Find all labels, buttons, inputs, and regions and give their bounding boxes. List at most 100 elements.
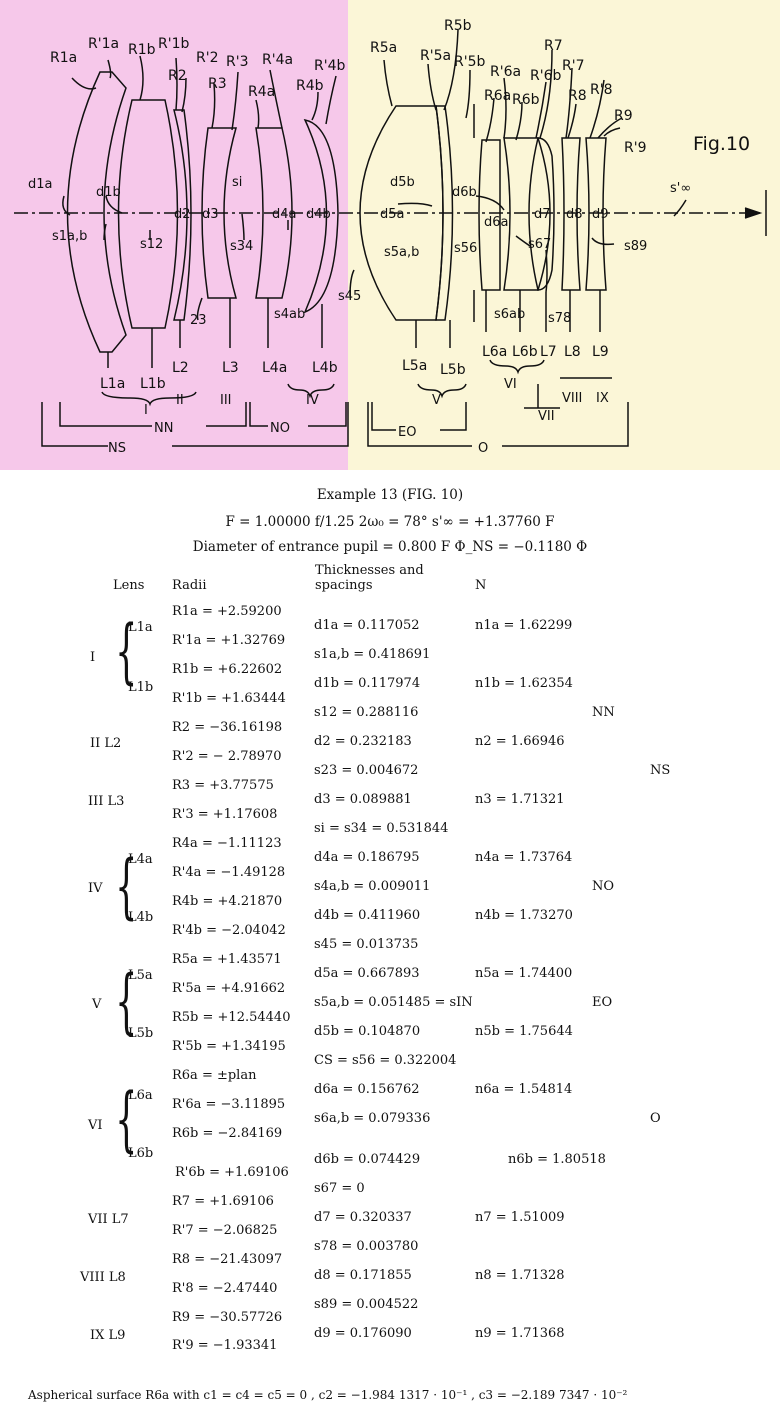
surface-label: R8	[568, 88, 587, 104]
thickness-cell: d7 = 0.320337	[314, 1210, 412, 1225]
lens-cell: VI	[88, 1118, 103, 1133]
lens-label: L2	[172, 360, 189, 376]
surface-label: R'3	[226, 54, 248, 70]
lens-l8	[561, 137, 581, 291]
surface-label: R4a	[248, 84, 275, 100]
radius-cell: R'9 = −1.93341	[172, 1338, 278, 1353]
refractive-index-cell: n4a = 1.73764	[475, 850, 573, 865]
thickness-cell: d8 = 0.171855	[314, 1268, 412, 1283]
figure-label: Fig.10	[693, 133, 750, 155]
radius-cell: R4b = +4.21870	[172, 894, 283, 909]
lens-cell: V	[92, 997, 102, 1012]
group-label: VIII	[562, 391, 582, 406]
radius-cell: R'5b = +1.34195	[172, 1039, 286, 1054]
lens-cell: L4a	[128, 852, 153, 867]
thickness-cell: d9 = 0.176090	[314, 1326, 412, 1341]
refractive-index-cell: n8 = 1.71328	[475, 1268, 565, 1283]
refractive-index-cell: n6a = 1.54814	[475, 1082, 573, 1097]
spacing-label: d4a	[272, 207, 297, 222]
spacing-label: s45	[338, 289, 361, 304]
group-cell: NN	[592, 705, 615, 720]
section-label: NS	[108, 441, 126, 456]
group-label: III	[220, 393, 232, 408]
lens-l1b	[117, 99, 179, 329]
spacing-label: d8	[566, 207, 583, 222]
lens-label: L7	[540, 344, 557, 360]
spacing-label: d5b	[390, 175, 415, 190]
lens-cell: L1a	[128, 620, 153, 635]
section-label: O	[478, 441, 488, 456]
radius-cell: R'4a = −1.49128	[172, 865, 286, 880]
radius-cell: R'3 = +1.17608	[172, 807, 278, 822]
surface-label: R5a	[370, 40, 397, 56]
lens-label: L8	[564, 344, 581, 360]
radius-cell: R1b = +6.22602	[172, 662, 283, 677]
group-cell: EO	[592, 995, 613, 1010]
radius-cell: R'2 = − 2.78970	[172, 749, 282, 764]
group-label: VII	[538, 409, 555, 424]
lens-cell: L5b	[128, 1026, 154, 1041]
lens-l6a	[478, 139, 501, 291]
thickness-cell: s6a,b = 0.079336	[314, 1111, 431, 1126]
refractive-index-cell: n1a = 1.62299	[475, 618, 573, 633]
brace-v: {	[115, 960, 138, 1042]
lens-cell: II L2	[90, 736, 122, 751]
surface-label: R2	[168, 68, 187, 84]
lens-l1a	[66, 71, 127, 353]
lens-l7	[536, 137, 555, 291]
group-label: IX	[596, 391, 609, 406]
spacing-label: d7	[534, 207, 551, 222]
radius-cell: R8 = −21.43097	[172, 1252, 283, 1267]
col-header-n: N	[475, 578, 487, 593]
thickness-cell: d2 = 0.232183	[314, 734, 412, 749]
radius-cell: R'1b = +1.63444	[172, 691, 286, 706]
lens-cell: VII L7	[88, 1212, 129, 1227]
spacing-label: s5a,b	[384, 245, 419, 260]
surface-label: R6b	[512, 92, 540, 108]
lens-cell: L6a	[128, 1088, 153, 1103]
lens-cell: I	[90, 650, 96, 665]
surface-label: R'1b	[158, 36, 189, 52]
thickness-cell: s23 = 0.004672	[314, 763, 419, 778]
refractive-index-cell: n1b = 1.62354	[475, 676, 573, 691]
surface-label: R'6b	[530, 68, 561, 84]
radius-cell: R5a = +1.43571	[172, 952, 282, 967]
refractive-index-cell: n9 = 1.71368	[475, 1326, 565, 1341]
surface-label: R'4a	[262, 52, 293, 68]
lens-cell: L4b	[128, 910, 154, 925]
thickness-cell: s45 = 0.013735	[314, 937, 419, 952]
surface-label: R5b	[444, 18, 472, 34]
surface-label: R4b	[296, 78, 324, 94]
thickness-cell: CS = s56 = 0.322004	[314, 1053, 457, 1068]
surface-label: R3	[208, 76, 227, 92]
surface-label: R'5b	[454, 54, 485, 70]
brace-vi: {	[115, 1078, 138, 1160]
refractive-index-cell: n2 = 1.66946	[475, 734, 565, 749]
surface-label: R'6a	[490, 64, 521, 80]
thickness-cell: d1b = 0.117974	[314, 676, 421, 691]
lens-label: L1b	[140, 376, 166, 392]
radius-cell: R6a = ±plan	[172, 1068, 257, 1083]
spacing-label: s34	[230, 239, 253, 254]
lens-cell: IV	[88, 881, 103, 896]
lens-cell: IX L9	[90, 1328, 126, 1343]
spacing-label: s12	[140, 237, 163, 252]
surface-label: R1b	[128, 42, 156, 58]
group-label: V	[432, 393, 441, 408]
spacing-label: d1b	[96, 185, 121, 200]
refractive-index-cell: n4b = 1.73270	[475, 908, 573, 923]
lens-label: L6b	[512, 344, 538, 360]
section-label: EO	[398, 425, 416, 440]
radius-cell: R6b = −2.84169	[172, 1126, 283, 1141]
group-label: II	[176, 393, 184, 408]
surface-label: R'8	[590, 82, 612, 98]
lens-label: L9	[592, 344, 609, 360]
spacing-label: d6a	[484, 215, 509, 230]
eo-bracket	[371, 402, 467, 431]
brace-iv: {	[115, 845, 138, 927]
refractive-index-cell: n7 = 1.51009	[475, 1210, 565, 1225]
thickness-cell: d5b = 0.104870	[314, 1024, 421, 1039]
col-header-thickness: Thicknesses and spacings	[315, 563, 424, 593]
spacing-label: d2	[174, 207, 191, 222]
radius-cell: R9 = −30.57726	[172, 1310, 283, 1325]
